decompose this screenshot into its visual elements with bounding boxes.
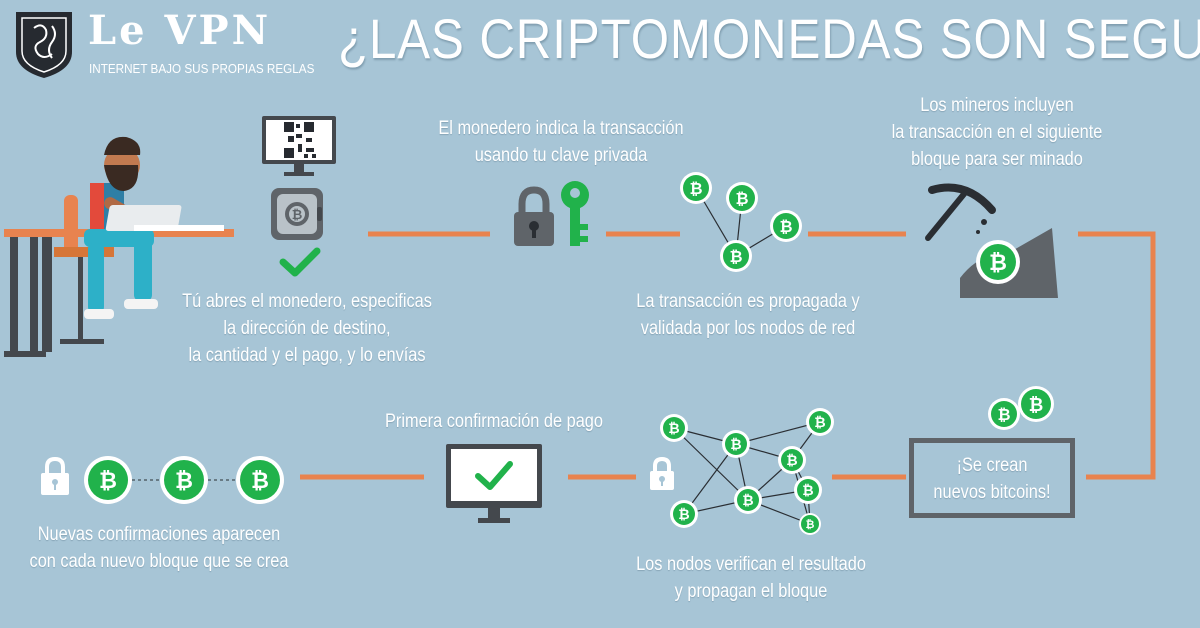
svg-text:₿: ₿ [292, 207, 303, 222]
svg-text:₿: ₿ [99, 468, 117, 493]
svg-text:₿: ₿ [814, 414, 825, 430]
bitcoin-icon: ₿ [988, 398, 1020, 430]
verification-network: ₿ ₿ ₿ ₿ ₿ ₿ ₿ ₿ [660, 408, 834, 535]
bitcoin-icon: ₿ [670, 500, 698, 528]
bitcoin-icon: ₿ [778, 446, 806, 474]
bitcoin-icon: ₿ [660, 414, 688, 442]
bitcoin-icon: ₿ [806, 408, 834, 436]
brand-tagline: Internet bajo sus propias reglas [89, 61, 315, 76]
padlock-icon [650, 456, 674, 490]
confirmation-chain: ₿ ₿ ₿ [41, 456, 284, 504]
svg-text:₿: ₿ [802, 482, 813, 498]
propagation-network: ₿ ₿ ₿ ₿ [680, 172, 802, 272]
connector-miner-to-new-bitcoins [1078, 231, 1156, 480]
bitcoin-icon: ₿ [720, 240, 752, 272]
pickaxe-icon: ₿ [925, 183, 1058, 298]
page-title: ¿LAS CRIPTOMONEDAS SON SEGURAS? [338, 7, 1200, 70]
svg-text:₿: ₿ [742, 492, 753, 508]
brand-name: Le VPN [88, 7, 272, 54]
checkmark-icon [279, 247, 321, 277]
svg-text:₿: ₿ [730, 436, 741, 452]
bitcoin-icon: ₿ [1018, 386, 1054, 422]
bitcoin-icon: ₿ [160, 456, 208, 504]
key-icon [561, 181, 589, 246]
svg-text:₿: ₿ [997, 406, 1010, 424]
svg-text:₿: ₿ [786, 452, 797, 468]
svg-text:₿: ₿ [175, 468, 193, 493]
bitcoin-icon: ₿ [236, 456, 284, 504]
svg-text:₿: ₿ [779, 218, 792, 236]
svg-text:₿: ₿ [806, 519, 815, 531]
bitcoin-icon: ₿ [734, 486, 762, 514]
new-coins-icon: ₿ ₿ [988, 386, 1054, 430]
new-bitcoins-box [909, 438, 1075, 518]
person-at-desk-illustration [4, 136, 234, 357]
svg-text:₿: ₿ [668, 420, 679, 436]
brand-logo [16, 12, 72, 78]
padlock-icon [514, 186, 554, 246]
bitcoin-icon: ₿ [976, 240, 1020, 284]
svg-text:₿: ₿ [735, 190, 748, 208]
bitcoin-icon: ₿ [770, 210, 802, 242]
svg-text:₿: ₿ [729, 248, 742, 266]
padlock-icon [41, 456, 69, 495]
bitcoin-icon: ₿ [722, 430, 750, 458]
bitcoin-icon: ₿ [799, 513, 821, 535]
svg-text:₿: ₿ [1029, 395, 1044, 415]
bitcoin-icon: ₿ [794, 476, 822, 504]
svg-text:₿: ₿ [989, 250, 1007, 275]
step-first-confirmation-text: Primera confirmación de pago [385, 411, 603, 432]
bitcoin-icon: ₿ [680, 172, 712, 204]
bitcoin-icon: ₿ [726, 182, 758, 214]
svg-text:₿: ₿ [251, 468, 269, 493]
bitcoin-icon: ₿ [84, 456, 132, 504]
svg-text:₿: ₿ [678, 506, 689, 522]
wallet-safe-icon: ₿ [271, 188, 323, 240]
checkmark-icon [475, 461, 513, 490]
qr-code-icon [262, 116, 336, 176]
monitor-icon [446, 444, 542, 523]
svg-text:₿: ₿ [689, 180, 702, 198]
